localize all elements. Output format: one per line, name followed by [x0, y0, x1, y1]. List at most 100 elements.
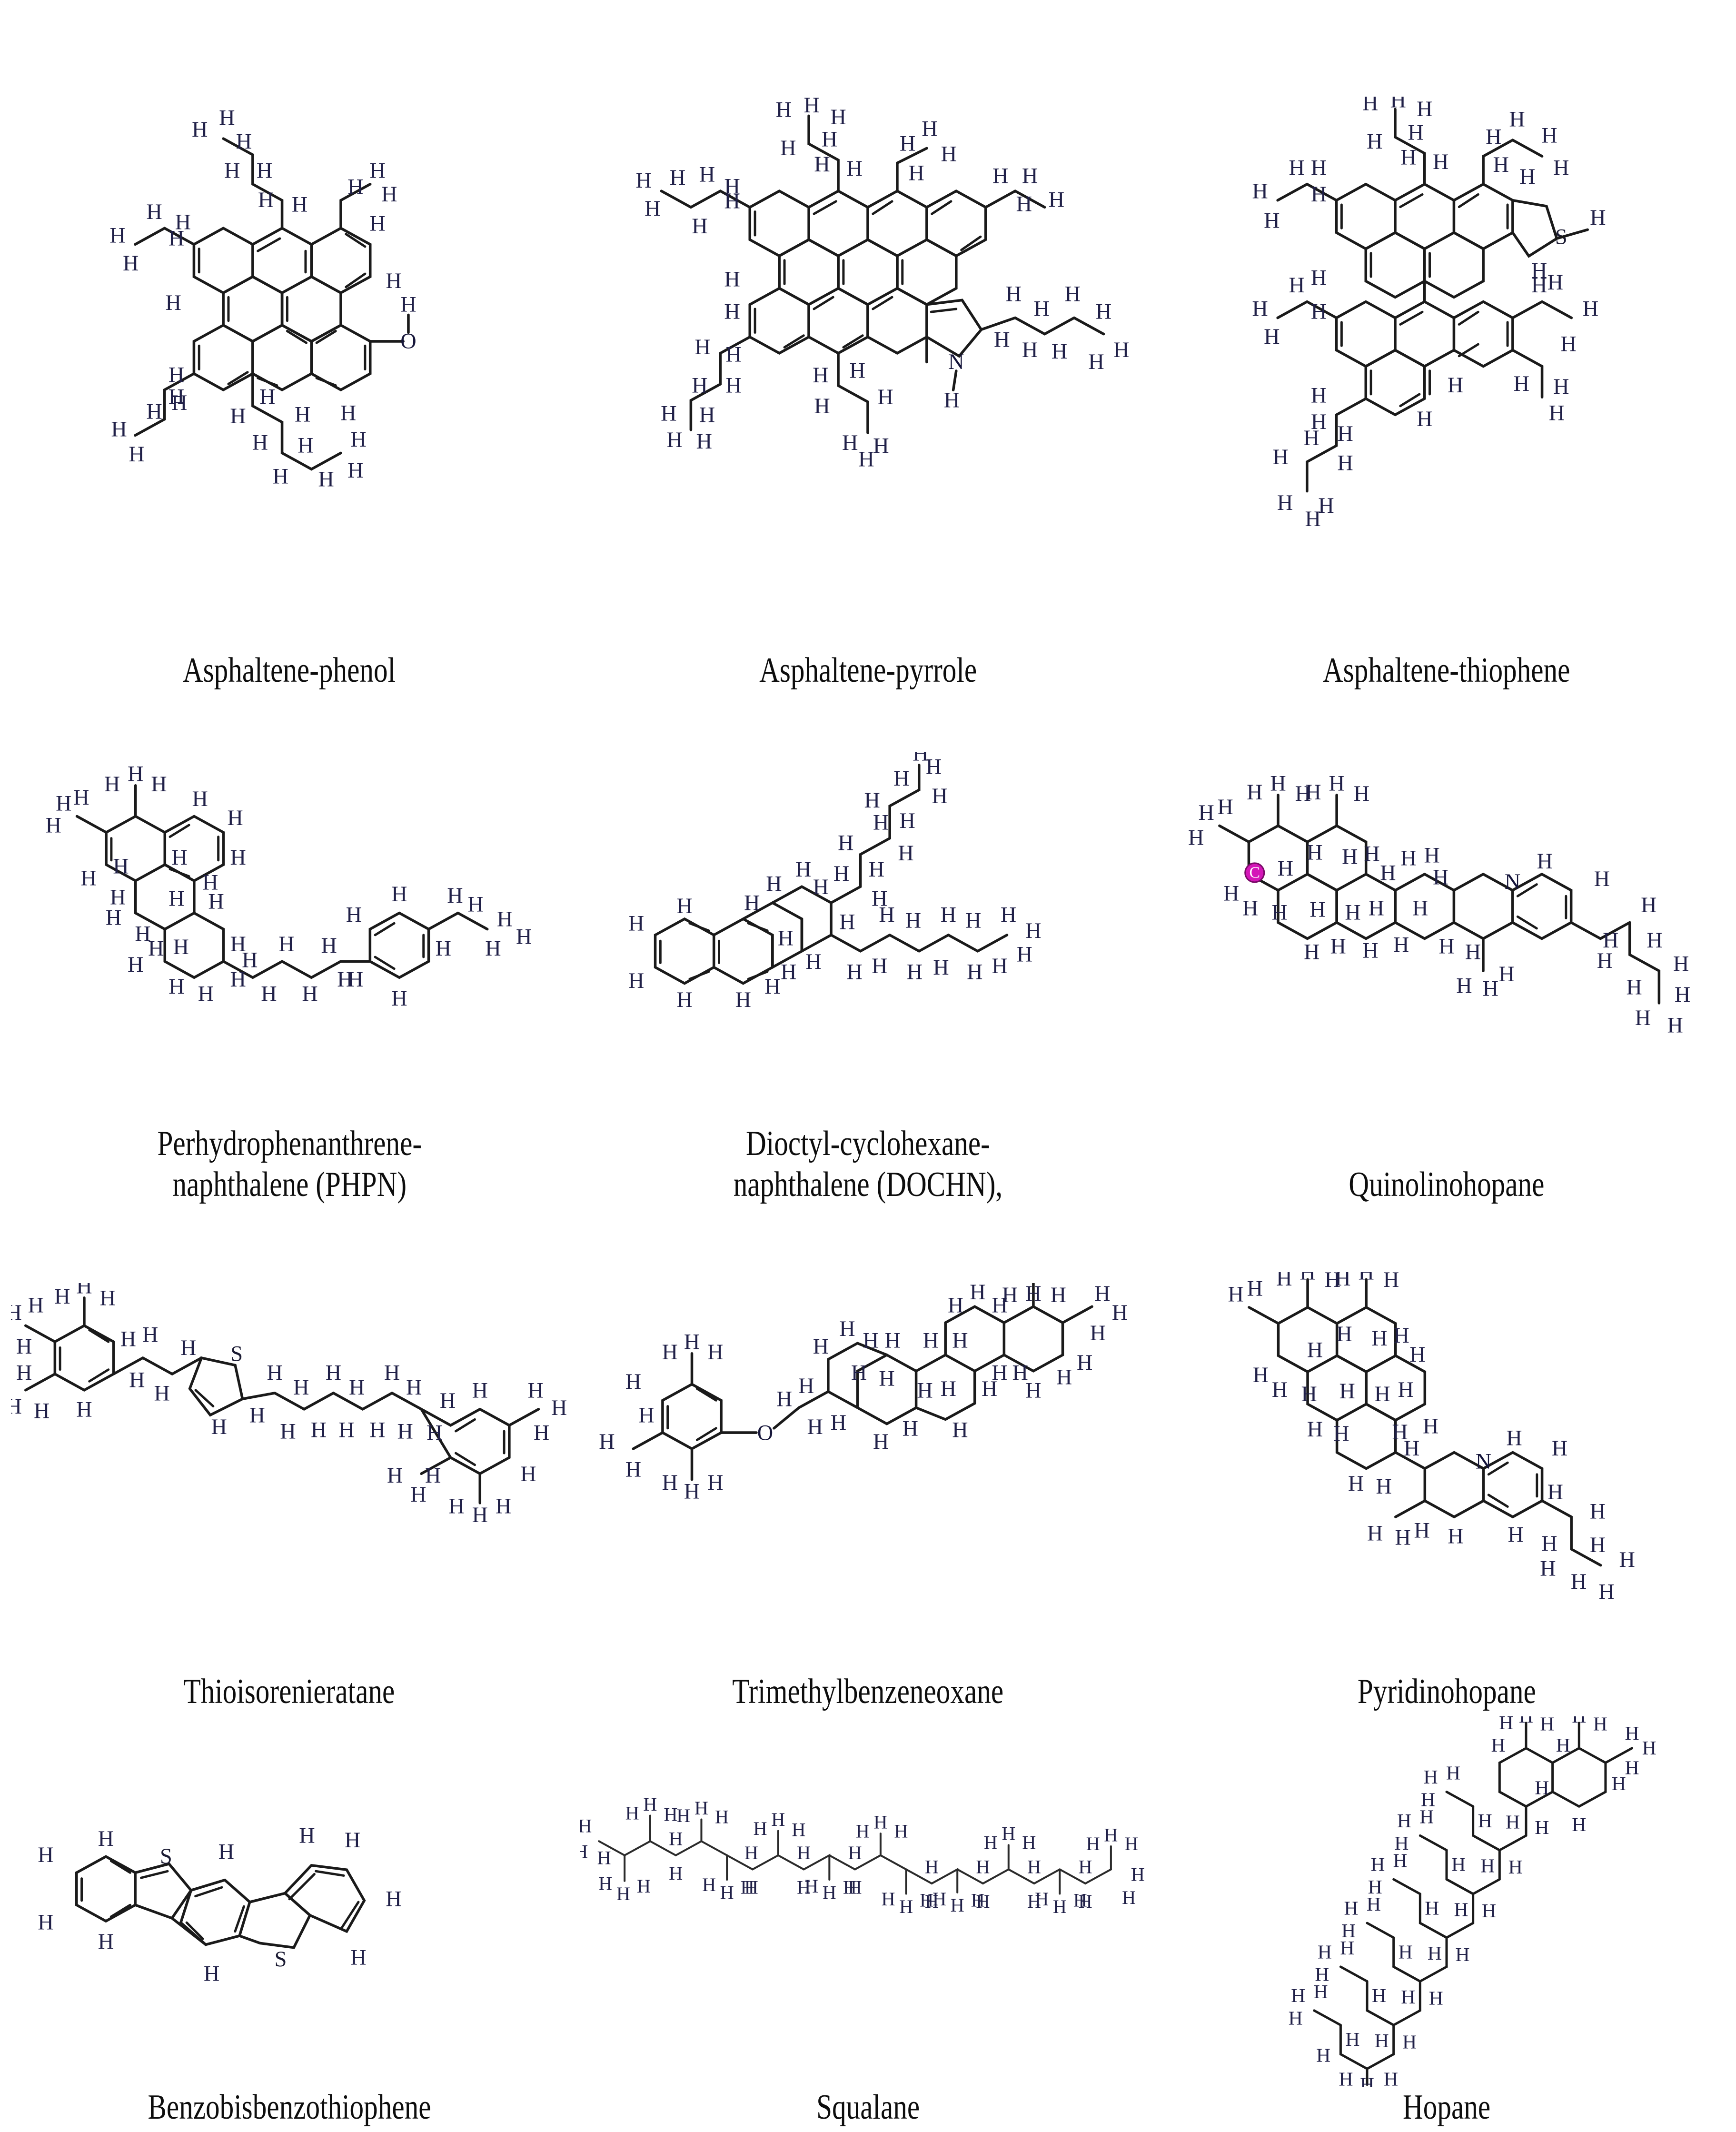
svg-text:H: H	[1311, 182, 1327, 207]
svg-text:H: H	[1597, 948, 1613, 973]
svg-text:H: H	[970, 1283, 986, 1304]
svg-text:H: H	[311, 1417, 327, 1442]
svg-text:H: H	[497, 907, 513, 931]
svg-text:H: H	[797, 1876, 811, 1898]
svg-text:H: H	[338, 1417, 354, 1442]
svg-text:H: H	[1300, 1272, 1315, 1285]
svg-text:H: H	[1315, 1964, 1329, 1986]
svg-text:H: H	[1423, 1414, 1438, 1438]
svg-text:H: H	[1056, 1365, 1072, 1389]
svg-text:H: H	[976, 1891, 990, 1912]
svg-text:H: H	[258, 188, 274, 212]
dochn-diagram: H H H H H H H H H H H H H H H H H	[628, 752, 1042, 1012]
svg-text:H: H	[684, 1329, 700, 1354]
svg-text:H: H	[1553, 156, 1569, 180]
svg-text:H: H	[113, 854, 129, 878]
svg-text:H: H	[1383, 1272, 1399, 1292]
svg-text:H: H	[900, 1895, 913, 1917]
svg-text:H: H	[337, 967, 353, 991]
svg-text:H: H	[1482, 1900, 1496, 1922]
svg-text:H: H	[435, 936, 451, 960]
svg-text:H: H	[1514, 372, 1529, 396]
svg-text:H: H	[224, 159, 240, 183]
svg-text:H: H	[1278, 856, 1293, 880]
svg-text:H: H	[695, 335, 711, 359]
svg-text:H: H	[1318, 494, 1334, 518]
svg-text:H: H	[814, 394, 831, 418]
svg-text:H: H	[1276, 1272, 1292, 1290]
svg-text:H: H	[1053, 1895, 1067, 1917]
svg-text:H: H	[1417, 407, 1432, 431]
svg-text:H: H	[1400, 146, 1416, 170]
svg-text:H: H	[230, 967, 246, 991]
svg-text:H: H	[1370, 1854, 1385, 1876]
svg-text:H: H	[781, 960, 797, 984]
svg-text:H: H	[724, 189, 741, 213]
svg-text:H: H	[976, 1856, 990, 1877]
svg-text:H: H	[1590, 1533, 1606, 1557]
caption-hopane: Hopane	[1403, 2088, 1491, 2127]
caption-asphaltene-pyrrole: Asphaltene-pyrrole	[759, 651, 977, 690]
svg-text:H: H	[527, 1378, 543, 1402]
svg-text:H: H	[879, 902, 895, 927]
svg-text:H: H	[1414, 1518, 1429, 1542]
svg-text:H: H	[952, 1328, 968, 1352]
svg-text:H: H	[1537, 849, 1553, 873]
svg-text:H: H	[45, 813, 61, 837]
svg-text:H: H	[76, 1283, 92, 1298]
svg-text:H: H	[1026, 1378, 1042, 1402]
svg-text:H: H	[720, 1882, 734, 1903]
svg-text:H: H	[1264, 325, 1280, 349]
caption-squalane: Squalane	[816, 2088, 920, 2127]
highlighted-atom-label: C	[1250, 864, 1260, 882]
svg-text:H: H	[1454, 1899, 1468, 1921]
svg-text:H: H	[744, 891, 760, 915]
svg-text:H: H	[804, 97, 820, 118]
svg-text:H: H	[662, 1470, 678, 1494]
svg-text:H: H	[926, 754, 942, 778]
svg-text:H: H	[644, 1796, 657, 1815]
svg-text:H: H	[1295, 781, 1311, 806]
svg-text:H: H	[1491, 1734, 1506, 1756]
svg-text:H: H	[1438, 934, 1454, 958]
svg-text:H: H	[192, 118, 208, 142]
svg-text:H: H	[859, 447, 875, 471]
svg-text:H: H	[905, 908, 921, 933]
svg-text:H: H	[1398, 1377, 1413, 1401]
svg-text:H: H	[1395, 1525, 1410, 1549]
explicit-hydrogens: H H H H H H H H H H H H H H H H H	[45, 762, 532, 1010]
svg-text:H: H	[1448, 373, 1463, 398]
svg-text:H: H	[472, 1378, 487, 1402]
svg-text:H: H	[267, 1360, 282, 1385]
svg-text:H: H	[639, 1403, 655, 1427]
svg-text:H: H	[1627, 975, 1642, 999]
explicit-hydrogens: H H H H H H H H H H H H H H H H H	[11, 1283, 567, 1527]
svg-text:H: H	[1330, 934, 1346, 958]
svg-text:H: H	[692, 374, 708, 398]
svg-text:H: H	[1499, 962, 1515, 986]
svg-text:H: H	[98, 1826, 114, 1851]
caption-phpn: Perhydrophenanthrene- naphthalene (PHPN)	[157, 1124, 422, 1205]
svg-text:H: H	[776, 98, 792, 122]
svg-text:H: H	[1412, 896, 1428, 920]
svg-text:H: H	[38, 1910, 53, 1934]
molecule-cell-hopane: H H H H H H H H H H H H H H H H H	[1157, 1716, 1736, 2132]
svg-text:H: H	[111, 418, 127, 442]
structure-asphaltene-phenol: O H H H H H H H H H H H H H H H	[0, 0, 579, 650]
svg-text:H: H	[840, 910, 855, 934]
svg-text:H: H	[741, 1876, 754, 1898]
svg-text:H: H	[1188, 826, 1204, 850]
svg-text:H: H	[1318, 1941, 1332, 1963]
svg-text:H: H	[1223, 881, 1239, 906]
svg-text:H: H	[1104, 1824, 1118, 1845]
svg-text:H: H	[1421, 1789, 1435, 1811]
svg-text:H: H	[135, 921, 150, 946]
svg-text:H: H	[1548, 270, 1563, 295]
svg-text:H: H	[1341, 1920, 1356, 1942]
svg-text:H: H	[347, 175, 363, 199]
svg-text:H: H	[1034, 297, 1050, 321]
svg-text:H: H	[822, 127, 838, 151]
structure-trimethylbenzeneoxane: O H H H H H H H H H H H H H H H	[579, 1209, 1158, 1672]
svg-text:H: H	[198, 982, 214, 1006]
svg-text:H: H	[580, 1815, 592, 1836]
